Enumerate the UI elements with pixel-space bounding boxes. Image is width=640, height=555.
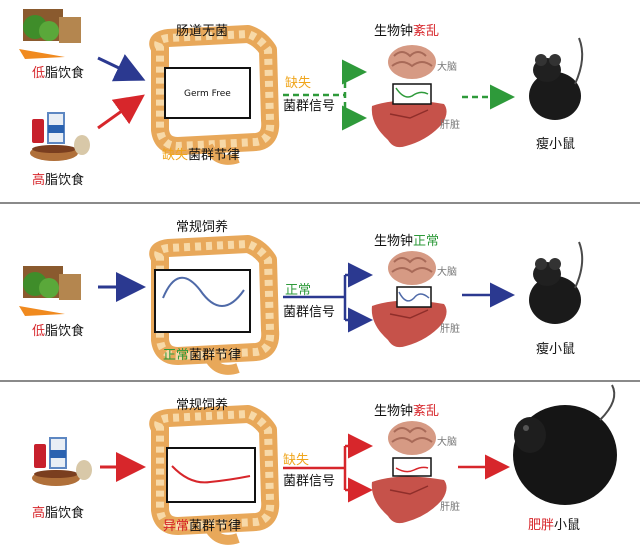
mouse-text: 小鼠 xyxy=(554,518,581,533)
liver-image xyxy=(371,99,448,148)
clock-label: 生物钟正常 xyxy=(374,234,439,250)
rhythm-status: 异常 xyxy=(163,519,190,534)
signal-text: 菌群信号 xyxy=(283,474,336,489)
mouse-status: 肥胖 xyxy=(528,518,555,533)
brain-image xyxy=(387,420,437,456)
panel-divider-1 xyxy=(0,202,640,204)
rhythm-label: 缺失菌群节律 xyxy=(162,148,240,164)
low-fat-food-image xyxy=(19,9,81,59)
clock-text: 生物钟 xyxy=(374,234,414,249)
liver-label: 肝脏 xyxy=(440,502,460,513)
liver-label: 肝脏 xyxy=(440,120,460,131)
rhythm-label: 正常菌群节律 xyxy=(163,348,241,364)
diet-label-text: 脂饮食 xyxy=(45,506,85,521)
gut-title: 常规饲养 xyxy=(176,220,229,235)
rhythm-status: 缺失 xyxy=(162,148,189,163)
clock-status: 紊乱 xyxy=(413,24,440,39)
gut-title: 常规饲养 xyxy=(176,398,229,413)
rhythm-status: 正常 xyxy=(163,348,190,363)
brain-label: 大脑 xyxy=(437,62,457,73)
clock-text: 生物钟 xyxy=(374,404,414,419)
mouse-text: 瘦小鼠 xyxy=(536,137,576,152)
liver-label: 肝脏 xyxy=(440,324,460,335)
signal-status: 正常 xyxy=(285,283,312,298)
brain-label: 大脑 xyxy=(437,267,457,278)
diet-low-fat-label: 低脂饮食 xyxy=(32,66,84,82)
rhythm-text: 菌群节律 xyxy=(189,348,242,363)
rhythm-text: 菌群节律 xyxy=(188,148,241,163)
lean-mouse-image xyxy=(528,37,584,121)
diet-high-prefix: 高 xyxy=(32,506,46,521)
clock-box xyxy=(392,83,432,105)
low-fat-food-image xyxy=(19,266,81,316)
high-fat-food-image xyxy=(29,112,91,162)
clock-label: 生物钟紊乱 xyxy=(374,24,439,40)
mouse-label: 肥胖小鼠 xyxy=(528,518,580,534)
high-fat-food-image xyxy=(31,437,93,487)
germ-free-box xyxy=(164,67,251,119)
liver-image xyxy=(371,475,448,524)
signal-text: 菌群信号 xyxy=(283,305,336,320)
clock-status: 正常 xyxy=(413,234,440,249)
diet-label-text: 脂饮食 xyxy=(45,66,85,81)
arrow-highfat-to-gut xyxy=(97,94,145,130)
gut-title: 肠道无菌 xyxy=(176,24,229,39)
diet-high-prefix: 高 xyxy=(32,173,46,188)
clock-label: 生物钟紊乱 xyxy=(374,404,439,420)
signal-status: 缺失 xyxy=(283,453,310,468)
clock-status: 紊乱 xyxy=(413,404,440,419)
germ-free-text: Germ Free xyxy=(184,89,231,99)
diet-label-text: 脂饮食 xyxy=(45,324,85,339)
diet-low-fat-label: 低脂饮食 xyxy=(32,324,84,340)
panel-divider-2 xyxy=(0,380,640,382)
mouse-label: 瘦小鼠 xyxy=(536,137,575,153)
diet-label-text: 脂饮食 xyxy=(45,173,85,188)
brain-label: 大脑 xyxy=(437,437,457,448)
lean-mouse-image xyxy=(528,241,584,325)
diet-high-fat-label: 高脂饮食 xyxy=(32,173,84,189)
rhythm-label: 异常菌群节律 xyxy=(163,519,241,535)
signal-status: 缺失 xyxy=(285,76,312,91)
diet-low-prefix: 低 xyxy=(32,66,46,81)
panel-3-graphics xyxy=(31,384,617,540)
rhythm-text: 菌群节律 xyxy=(189,519,242,534)
brain-image xyxy=(387,44,437,80)
mouse-text: 瘦小鼠 xyxy=(536,342,576,357)
arrow-lowfat-to-gut xyxy=(97,54,146,82)
clock-text: 生物钟 xyxy=(374,24,414,39)
signal-text: 菌群信号 xyxy=(283,99,336,114)
rhythm-box xyxy=(166,447,256,503)
brain-image xyxy=(387,250,437,286)
panel-2-graphics xyxy=(19,241,584,370)
diet-low-prefix: 低 xyxy=(32,324,46,339)
panel-1-graphics xyxy=(19,9,584,162)
diet-high-fat-label: 高脂饮食 xyxy=(32,506,84,522)
mouse-label: 瘦小鼠 xyxy=(536,342,575,358)
obese-mouse-image xyxy=(513,384,617,505)
